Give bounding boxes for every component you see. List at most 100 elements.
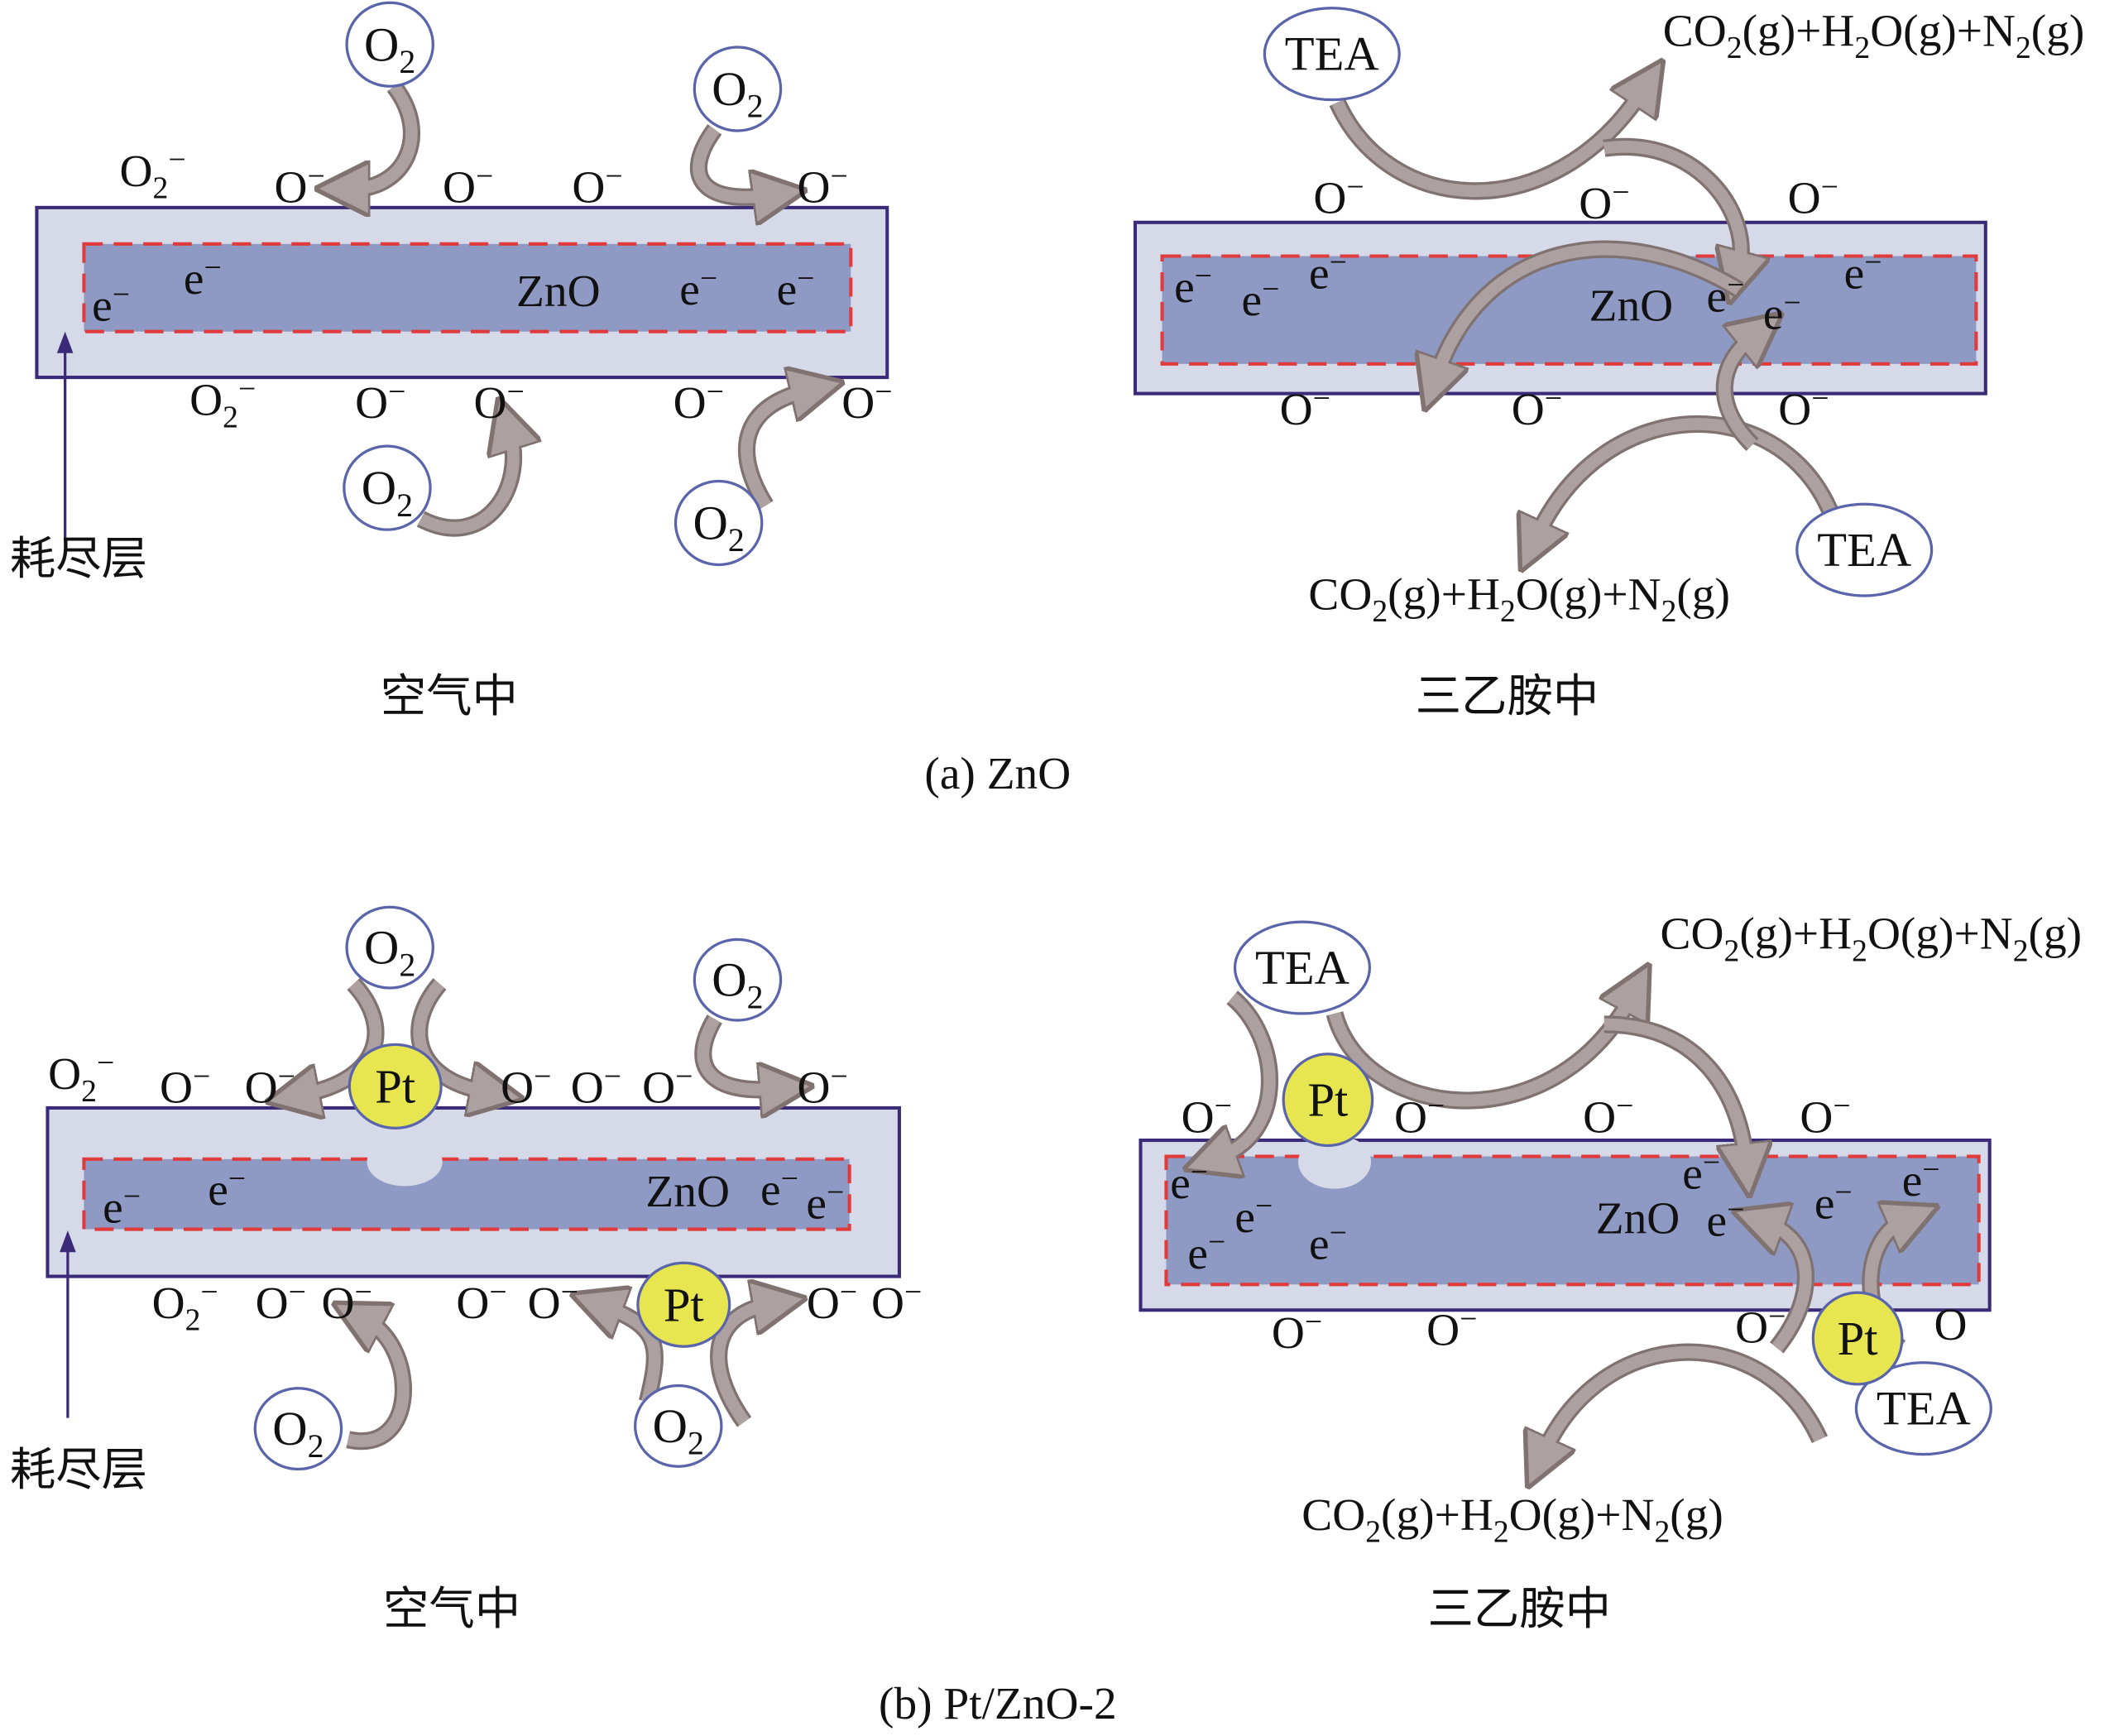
superoxide-ion: O2−: [152, 1275, 218, 1338]
formula-text: e: [679, 264, 700, 314]
supscript: −: [1811, 381, 1829, 416]
oxygen-ion: O−: [1788, 170, 1838, 223]
pt-nanoparticle: [1811, 1291, 1904, 1386]
supscript: −: [675, 1059, 693, 1094]
supscript: −: [875, 374, 892, 409]
oxygen-ion: O−: [1182, 1089, 1232, 1143]
electron: e−: [806, 1175, 844, 1229]
formula-text: e: [1187, 1228, 1208, 1278]
superoxide-ion: O2−: [119, 142, 185, 205]
formula-text: e: [1707, 271, 1728, 321]
supscript: −: [1460, 1302, 1477, 1336]
panel-a-air: O2 O2 O2 O2 O2− O− O− O− O− O2− O− O− O−…: [10, 1, 892, 722]
formula-text: O: [653, 1399, 688, 1453]
formula-text: O: [1512, 384, 1545, 434]
formula-text: O: [443, 161, 476, 212]
formula-text: O: [1583, 1091, 1616, 1142]
supscript: −: [1864, 245, 1882, 280]
formula-text: (g): [1670, 1489, 1723, 1540]
supscript: −: [1330, 1216, 1347, 1250]
supscript: −: [204, 251, 221, 285]
formula-text: O: [1272, 1307, 1305, 1358]
subscript: 2: [399, 946, 415, 983]
oxygen-ion: O−: [642, 1059, 693, 1113]
formula-text: (g): [2029, 909, 2083, 959]
electron: e−: [1763, 285, 1801, 339]
electron: e−: [1844, 245, 1882, 299]
o2-molecule: [253, 1387, 343, 1471]
supscript: −: [1346, 170, 1364, 204]
depletion-layer-label: 耗尽层: [10, 1445, 147, 1495]
electron: e−: [184, 251, 222, 305]
electron: e−: [1707, 268, 1745, 322]
supscript: −: [1255, 1188, 1273, 1223]
subscript: 2: [1493, 1514, 1509, 1549]
oxygen-ion: O−: [1579, 175, 1629, 228]
electron: e−: [1707, 1192, 1745, 1246]
formula-text: e: [92, 281, 113, 331]
formula-text: (g)+H: [1381, 1489, 1493, 1540]
condition-label: 空气中: [381, 671, 518, 722]
o2-molecule: [634, 1384, 723, 1468]
electron: e−: [103, 1179, 141, 1233]
oxygen-ion: O−: [474, 374, 525, 428]
formula-text: (g)+H: [1388, 568, 1500, 619]
supscript: −: [797, 261, 814, 296]
tea-molecule: [1263, 7, 1401, 102]
pt-label: Pt: [1307, 1073, 1348, 1127]
arrows: [353, 80, 806, 537]
supscript: −: [781, 1162, 798, 1196]
subscript: 2: [1852, 933, 1867, 968]
supscript: −: [1703, 1145, 1720, 1180]
reaction-products: CO2(g)+H2O(g)+N2(g): [1308, 568, 1730, 629]
formula-text: O: [1788, 172, 1821, 223]
supscript: −: [476, 159, 493, 194]
oxygen-ion: O−: [1778, 381, 1829, 435]
formula-text: O: [841, 377, 875, 428]
formula-text: O: [321, 1278, 354, 1328]
o2-molecule: [693, 938, 783, 1022]
formula-text: e: [1902, 1155, 1923, 1206]
supscript: −: [193, 1059, 210, 1094]
subscript: 2: [1661, 594, 1677, 629]
tea-label: TEA: [1817, 523, 1911, 577]
pt-depletion-pocket: [367, 1137, 443, 1187]
pt-label: Pt: [1838, 1312, 1878, 1365]
supscript: −: [238, 372, 256, 406]
oxygen-ion: O−: [807, 1275, 857, 1329]
formula-text: O: [693, 496, 728, 550]
supscript: −: [1727, 1192, 1744, 1227]
formula-text: e: [1707, 1196, 1728, 1246]
oxygen-ion: O−: [1313, 170, 1364, 223]
oxygen-ion: O−: [1280, 381, 1330, 435]
formula-text: e: [1844, 248, 1865, 299]
formula-text: O: [364, 921, 399, 975]
supscript: −: [307, 159, 324, 194]
zno-label: ZnO: [645, 1166, 730, 1216]
formula-text: O(g)+N: [1870, 5, 2016, 55]
supscript: −: [1834, 1175, 1852, 1210]
zno-label: ZnO: [1596, 1192, 1680, 1243]
formula-text: O: [501, 1062, 534, 1112]
formula-text: e: [777, 264, 798, 314]
subscript: 2: [81, 1074, 97, 1109]
supscript: −: [113, 277, 130, 312]
caption-b: (b) Pt/ZnO-2: [879, 1678, 1117, 1729]
oxygen-ion: O−: [160, 1059, 210, 1113]
tea-label: TEA: [1877, 1382, 1971, 1436]
subscript: 2: [1365, 1514, 1381, 1549]
formula-text: O: [528, 1278, 561, 1328]
formula-text: e: [1814, 1178, 1835, 1229]
electron: e−: [1902, 1152, 1940, 1206]
subscript: 2: [223, 400, 238, 434]
formula-text: (g)+H: [1739, 909, 1852, 959]
supscript: −: [561, 1275, 578, 1310]
supscript: −: [827, 1175, 844, 1210]
supscript: −: [1215, 1089, 1232, 1124]
condition-label: 三乙胺中: [1416, 671, 1599, 722]
supscript: −: [1313, 381, 1330, 416]
o2-label: O2: [693, 496, 745, 559]
formula-text: O: [474, 377, 507, 428]
zno-core-region: [1164, 1154, 1981, 1287]
formula-text: e: [1763, 288, 1784, 338]
